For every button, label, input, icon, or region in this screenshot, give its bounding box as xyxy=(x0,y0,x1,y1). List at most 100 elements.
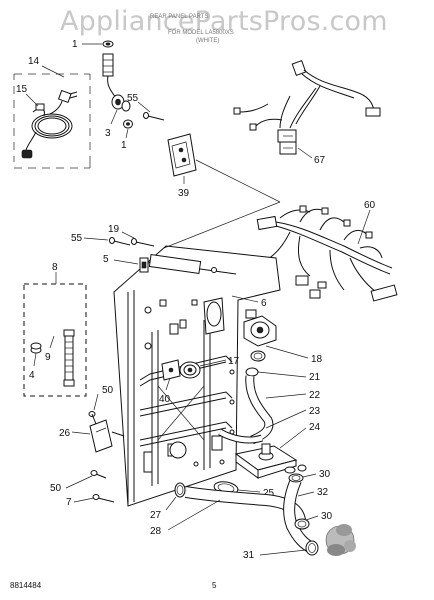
leader-19 xyxy=(121,231,135,239)
callout-7: 7 xyxy=(66,497,72,508)
callout-22: 22 xyxy=(309,390,321,401)
callout-55b: 55 xyxy=(71,233,83,244)
leader-21 xyxy=(257,371,307,378)
part-21-clamp[interactable] xyxy=(245,367,259,377)
leader-30b xyxy=(305,515,319,521)
part-power-cord-group[interactable] xyxy=(13,73,91,169)
leader-6 xyxy=(231,295,259,303)
footer-code: 8814484 xyxy=(10,581,42,590)
callout-24: 24 xyxy=(309,422,321,433)
diagram-model: FOR MODEL LA5800XS xyxy=(168,30,234,36)
part-32-tub-hose[interactable] xyxy=(283,477,315,554)
callout-1b: 1 xyxy=(121,140,127,151)
part-55-screw-panel[interactable] xyxy=(109,237,131,246)
callout-30b: 30 xyxy=(321,511,333,522)
callout-50b: 50 xyxy=(50,483,62,494)
part-17-coupling[interactable] xyxy=(179,361,201,379)
part-hose-washer-top[interactable] xyxy=(102,40,114,48)
part-7-screw[interactable] xyxy=(92,494,115,503)
callout-32: 32 xyxy=(317,487,329,498)
leader-4 xyxy=(33,352,37,367)
callout-21: 21 xyxy=(309,372,321,383)
diagram-color: (WHITE) xyxy=(196,38,220,44)
leader-7 xyxy=(73,497,95,503)
leader-50a xyxy=(93,393,99,411)
leader-31 xyxy=(259,549,307,556)
leader-28 xyxy=(167,499,221,531)
callout-1a: 1 xyxy=(72,39,78,50)
part-5-clip[interactable] xyxy=(139,257,149,273)
part-30-clamp-lower[interactable] xyxy=(294,518,310,530)
leader-1b xyxy=(125,128,129,139)
part-screw-top[interactable] xyxy=(143,112,165,121)
leader-22 xyxy=(265,393,307,399)
callout-55a: 55 xyxy=(127,93,139,104)
part-50-screw-lower[interactable] xyxy=(90,470,107,479)
part-8-drain-hose-kit[interactable] xyxy=(23,283,87,397)
callout-67: 67 xyxy=(314,155,326,166)
callout-9: 9 xyxy=(45,352,51,363)
part-22-pump-hose[interactable] xyxy=(245,375,274,445)
leader-5 xyxy=(113,259,139,265)
part-19-screw[interactable] xyxy=(131,238,155,247)
part-tub-sump-outlet xyxy=(325,524,356,556)
callout-25: 25 xyxy=(263,488,275,499)
callout-15: 15 xyxy=(16,84,28,95)
callout-39: 39 xyxy=(178,188,190,199)
leader-32 xyxy=(297,491,315,497)
leader-60 xyxy=(357,209,371,245)
leader-17 xyxy=(199,359,227,367)
callout-31: 31 xyxy=(243,550,255,561)
callout-30a: 30 xyxy=(319,469,331,480)
part-28-drain-hose[interactable] xyxy=(185,486,306,522)
callout-3: 3 xyxy=(105,128,111,139)
leader-24 xyxy=(279,427,307,449)
callout-6: 6 xyxy=(261,298,267,309)
callout-60: 60 xyxy=(364,200,376,211)
part-27-clamp[interactable] xyxy=(174,482,186,498)
callout-23: 23 xyxy=(309,406,321,417)
part-hose-washer-second[interactable] xyxy=(123,119,133,129)
watermark-text: AppliancePartsPros.com xyxy=(60,6,388,37)
leader-67 xyxy=(297,147,313,159)
part-clip-near-24[interactable] xyxy=(284,464,307,474)
callout-14: 14 xyxy=(28,56,40,67)
part-50-screw-upper[interactable] xyxy=(88,411,97,425)
leader-50b xyxy=(65,475,93,489)
part-23-hose[interactable] xyxy=(218,428,264,444)
part-67-wire-harness[interactable] xyxy=(233,60,381,155)
part-40-bracket[interactable] xyxy=(161,359,181,381)
part-24-pump-base[interactable] xyxy=(234,443,298,479)
part-39-plate[interactable] xyxy=(167,133,197,177)
leader-27 xyxy=(165,496,177,511)
callout-18: 18 xyxy=(311,354,323,365)
leader-perspective-2 xyxy=(163,201,281,249)
leader-15 xyxy=(25,93,39,107)
leader-40 xyxy=(165,377,171,391)
part-fill-connector[interactable] xyxy=(102,53,131,112)
leader-9 xyxy=(49,335,55,349)
callout-4: 4 xyxy=(29,370,35,381)
leader-55b xyxy=(83,237,109,241)
callout-5: 5 xyxy=(103,254,109,265)
part-26-bracket[interactable] xyxy=(89,419,125,453)
leader-25 xyxy=(237,489,261,493)
callout-40: 40 xyxy=(159,394,171,405)
callout-26: 26 xyxy=(59,428,71,439)
callout-50a: 50 xyxy=(102,385,114,396)
callout-8: 8 xyxy=(52,262,58,273)
part-31-clamp[interactable] xyxy=(305,540,319,556)
leader-55a xyxy=(137,101,151,113)
leader-18 xyxy=(265,345,309,359)
leader-14 xyxy=(41,65,65,78)
leader-23 xyxy=(265,409,307,429)
part-18-clamp[interactable] xyxy=(250,350,266,362)
callout-17: 17 xyxy=(228,356,240,367)
callout-19: 19 xyxy=(108,224,120,235)
callout-28: 28 xyxy=(150,526,162,537)
part-30-clamp-upper[interactable] xyxy=(288,473,304,483)
leader-30a xyxy=(302,473,317,478)
footer-page: 5 xyxy=(212,581,217,590)
part-6-pump[interactable] xyxy=(243,309,277,347)
